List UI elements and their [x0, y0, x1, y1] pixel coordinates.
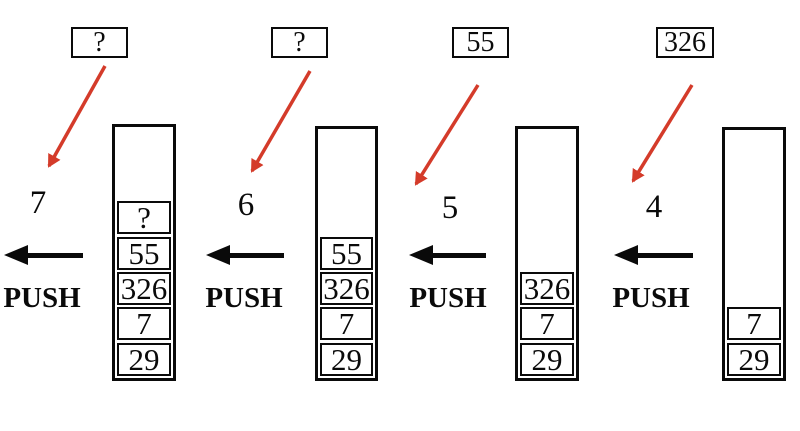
- stack-cell: 55: [320, 236, 373, 270]
- arrow-shaft: [230, 252, 284, 258]
- push-label: PUSH: [3, 282, 81, 314]
- stack-cell: 29: [320, 342, 373, 376]
- incoming-value: 326: [664, 26, 706, 58]
- red-arrow-icon: [414, 84, 480, 186]
- push-label: PUSH: [409, 282, 487, 314]
- stack: 326 7 29: [515, 126, 579, 381]
- incoming-value-box: 55: [452, 27, 509, 58]
- stack-cell: 29: [117, 342, 171, 376]
- red-arrow-icon: [250, 70, 312, 173]
- stack-cell: 7: [117, 307, 171, 341]
- incoming-value-box: 326: [656, 27, 714, 58]
- stack-cell: 326: [117, 272, 171, 306]
- red-arrow-icon: [631, 84, 694, 183]
- step-number: 4: [645, 189, 663, 225]
- stack-cell: 29: [520, 342, 574, 376]
- incoming-value-box: ?: [271, 27, 328, 58]
- push-arrow-icon: [409, 244, 486, 266]
- step-number: 7: [29, 185, 47, 221]
- arrow-head: [206, 245, 230, 265]
- arrow-head: [614, 245, 638, 265]
- arrow-head: [4, 245, 28, 265]
- stack-cell: 7: [320, 307, 373, 341]
- stack-cell: 7: [727, 307, 781, 341]
- push-label: PUSH: [205, 282, 283, 314]
- stack-cell: 29: [727, 342, 781, 376]
- push-arrow-icon: [206, 244, 284, 266]
- stack: 7 29: [722, 127, 786, 381]
- step-number: 6: [237, 187, 255, 223]
- push-label: PUSH: [612, 282, 690, 314]
- step-number: 5: [441, 190, 459, 226]
- arrow-head: [409, 245, 433, 265]
- arrow-shaft: [433, 252, 486, 258]
- stack-cell: 7: [520, 307, 574, 341]
- red-arrow-icon: [47, 65, 107, 168]
- stack-cell: ?: [117, 201, 171, 235]
- stack: ? 55 326 7 29: [112, 124, 176, 381]
- stack-cell: 326: [520, 272, 574, 306]
- stack-cell: 326: [320, 272, 373, 306]
- arrow-shaft: [28, 252, 83, 258]
- push-arrow-icon: [4, 244, 83, 266]
- arrow-shaft: [638, 252, 693, 258]
- incoming-value-box: ?: [71, 27, 128, 58]
- incoming-value: ?: [93, 26, 106, 58]
- incoming-value: 55: [466, 26, 495, 58]
- stack: 55 326 7 29: [315, 126, 378, 381]
- incoming-value: ?: [293, 26, 306, 58]
- push-arrow-icon: [614, 244, 693, 266]
- stack-cell: 55: [117, 236, 171, 270]
